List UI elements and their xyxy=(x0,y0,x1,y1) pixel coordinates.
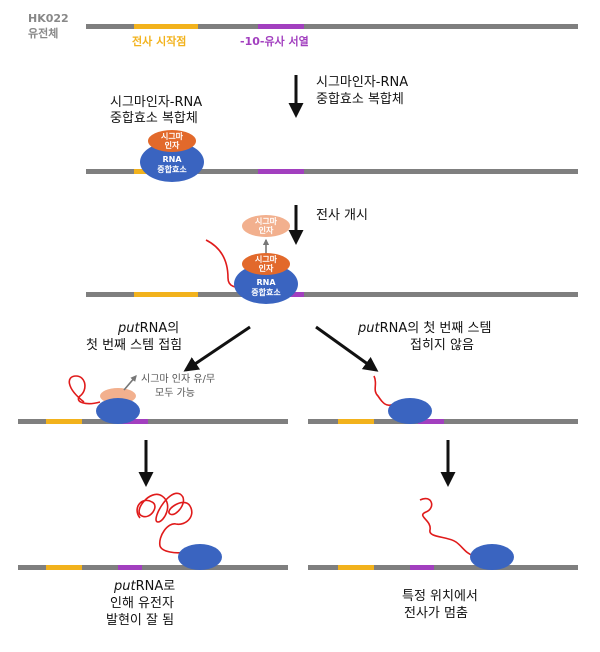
row3-rnap xyxy=(234,264,298,304)
row4-left-rnap xyxy=(96,398,140,424)
genome-label-line2: 유전체 xyxy=(28,26,58,40)
row2-sigma xyxy=(148,130,196,152)
row5-left-minus10 xyxy=(118,565,142,570)
left-result-line1: putRNA로 xyxy=(113,579,175,594)
row3-promoter xyxy=(134,292,198,297)
right-result-line2: 전사가 멈춤 xyxy=(404,606,468,621)
left-result-italic: put xyxy=(113,579,136,594)
row4-left-sigma-arrow xyxy=(123,375,137,391)
row3-rnap-line2: 중합효소 xyxy=(251,287,281,297)
row2-rnap-line1: RNA xyxy=(162,155,182,164)
row4-right-minus10 xyxy=(418,419,444,424)
row5-right-rnap xyxy=(470,544,514,570)
minus10-region xyxy=(258,24,304,29)
row5-right-promoter xyxy=(338,565,374,570)
row3-sigma-line1: 시그마 xyxy=(255,254,278,264)
complex-label-line1: 시그마인자-RNA xyxy=(110,95,202,110)
row5-left-dna-strand xyxy=(18,565,288,570)
row3-rnap-line1: RNA xyxy=(256,278,276,287)
step1-label-line2: 중합효소 복합체 xyxy=(316,92,404,107)
row2-rnap-line2: 중합효소 xyxy=(157,164,187,174)
sigma-note-line1: 시그마 인자 유/무 xyxy=(141,373,215,385)
row3-released-sigma xyxy=(242,215,290,237)
row5-left-rnap xyxy=(178,544,222,570)
row2-sigma-line2: 인자 xyxy=(165,140,180,150)
left-branch-rest: RNA의 xyxy=(140,321,180,336)
sigma-note-line2: 모두 가능 xyxy=(155,387,195,399)
left-result-line2: 인해 유전자 xyxy=(110,596,174,611)
row5-left-folded-rna xyxy=(136,492,193,554)
right-branch-rest: RNA의 첫 번째 스템 xyxy=(380,321,492,336)
right-result-line1: 특정 위치에서 xyxy=(402,589,478,604)
row4-right-rna xyxy=(373,375,395,407)
step1-label-line1: 시그마인자-RNA xyxy=(316,75,408,90)
minus10-label: -10-유사 서열 xyxy=(240,34,309,48)
complex-label-line2: 중합효소 복합체 xyxy=(110,111,198,126)
left-branch-arrow xyxy=(183,325,251,372)
row2-minus10 xyxy=(258,169,304,174)
row3-sigma xyxy=(242,253,290,275)
step2-label: 전사 개시 xyxy=(316,208,368,223)
genome-dna-strand xyxy=(86,24,578,29)
row2-dna-strand xyxy=(86,169,578,174)
right-branch-label-line2: 접히지 않음 xyxy=(410,338,474,353)
row4-right-promoter xyxy=(338,419,374,424)
right-branch-arrow xyxy=(315,325,379,372)
promoter-label: 전사 시작점 xyxy=(132,34,186,48)
left-branch-label-line1: putRNA의 xyxy=(117,321,179,336)
row2-sigma-line1: 시그마 xyxy=(161,131,184,141)
row2-rnap xyxy=(140,142,204,182)
left-branch-italic: put xyxy=(117,321,140,336)
row5-right-rna xyxy=(419,497,475,557)
row3-sigma-line2: 인자 xyxy=(259,263,274,273)
left-result-line3: 발현이 잘 됨 xyxy=(106,613,174,628)
row4-right-rnap xyxy=(388,398,432,424)
row3-released-sigma-line2: 인자 xyxy=(259,225,274,235)
left-branch-label-line2: 첫 번째 스템 접힘 xyxy=(86,338,182,353)
promoter-region xyxy=(134,24,198,29)
row3-dna-strand xyxy=(86,292,578,297)
right-branch-label-line1: putRNA의 첫 번째 스템 xyxy=(357,321,491,336)
row5-left-promoter xyxy=(46,565,82,570)
row4-left-rna-stem xyxy=(68,375,101,405)
row5-right-dna-strand xyxy=(308,565,578,570)
left-result-rest: RNA로 xyxy=(136,579,176,594)
row5-right-minus10 xyxy=(410,565,434,570)
row4-left-minus10 xyxy=(122,419,148,424)
right-branch-italic: put xyxy=(357,321,380,336)
row4-left-dna-strand xyxy=(18,419,288,424)
row3-released-sigma-line1: 시그마 xyxy=(255,216,278,226)
genome-label-line1: HK022 xyxy=(28,12,69,25)
row4-left-promoter xyxy=(46,419,82,424)
